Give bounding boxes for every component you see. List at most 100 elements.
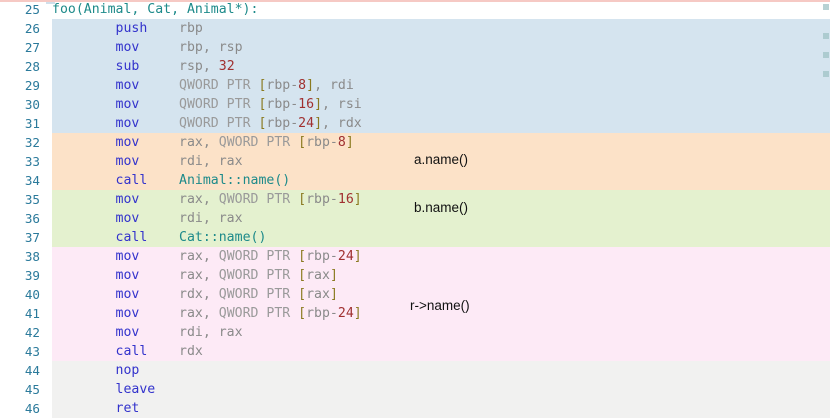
token-label: foo(Animal, Cat, Animal*):: [52, 2, 259, 17]
line-number: 25: [0, 0, 40, 19]
assembly-line[interactable]: 36 mov rdi, rax: [0, 209, 830, 228]
line-highlight-pink: [52, 285, 830, 304]
line-code: mov rax, QWORD PTR [rbp-8]: [52, 133, 354, 152]
token-reg: rdx: [179, 344, 203, 359]
line-code: leave: [52, 380, 156, 399]
line-number: 38: [0, 247, 40, 266]
token-mn: mov: [52, 211, 140, 226]
assembly-line[interactable]: 38 mov rax, QWORD PTR [rbp-24]: [0, 247, 830, 266]
line-code: mov rax, QWORD PTR [rax]: [52, 266, 338, 285]
token-reg: rax: [306, 268, 330, 283]
token-reg: rbp-: [306, 192, 338, 207]
assembly-line[interactable]: 41 mov rax, QWORD PTR [rbp-24]: [0, 304, 830, 323]
assembly-line[interactable]: 45 leave: [0, 380, 830, 399]
scrollbar-marker-track[interactable]: [822, 0, 830, 420]
line-number: 35: [0, 190, 40, 209]
token-reg: rbp-: [306, 306, 338, 321]
assembly-line[interactable]: 40 mov rdx, QWORD PTR [rax]: [0, 285, 830, 304]
assembly-line[interactable]: 26 push rbp: [0, 19, 830, 38]
line-number: 39: [0, 266, 40, 285]
token-mn: mov: [52, 192, 140, 207]
line-highlight-green: [52, 228, 830, 247]
token-brk: ]: [329, 268, 338, 283]
line-highlight-green: [52, 190, 830, 209]
assembly-line[interactable]: 32 mov rax, QWORD PTR [rbp-8]: [0, 133, 830, 152]
assembly-line[interactable]: 35 mov rax, QWORD PTR [rbp-16]: [0, 190, 830, 209]
token-reg: rdx: [337, 116, 362, 131]
token-reg: rdi: [329, 78, 354, 93]
line-code: mov rdi, rax: [52, 209, 243, 228]
line-number: 28: [0, 57, 40, 76]
assembly-line[interactable]: 27 mov rbp, rsp: [0, 38, 830, 57]
assembly-line[interactable]: 33 mov rdi, rax: [0, 152, 830, 171]
token-kw: QWORD PTR: [179, 97, 259, 112]
line-number: 27: [0, 38, 40, 57]
token-brk: ]: [314, 97, 323, 112]
line-code: call Animal::name(): [52, 171, 291, 190]
line-code: mov QWORD PTR [rbp-24], rdx: [52, 114, 362, 133]
token-plain: [147, 344, 179, 359]
token-brk: [: [298, 192, 307, 207]
token-brk: ]: [353, 306, 362, 321]
token-plain: [147, 230, 179, 245]
scrollbar-marker[interactable]: [823, 71, 829, 77]
token-kw: QWORD PTR: [218, 192, 299, 207]
token-mn: mov: [52, 268, 140, 283]
assembly-line[interactable]: 43 call rdx: [0, 342, 830, 361]
line-number: 40: [0, 285, 40, 304]
token-mn: nop: [52, 363, 140, 378]
token-mn: mov: [52, 325, 140, 340]
assembly-line[interactable]: 34 call Animal::name(): [0, 171, 830, 190]
line-code: ret: [52, 399, 140, 418]
token-reg: rdi, rax: [179, 211, 243, 226]
assembly-line[interactable]: 25 foo(Animal, Cat, Animal*):: [0, 0, 830, 19]
assembly-line[interactable]: 31 mov QWORD PTR [rbp-24], rdx: [0, 114, 830, 133]
token-brk: [: [258, 97, 267, 112]
token-reg: rax,: [179, 192, 219, 207]
line-highlight-blue: [52, 95, 830, 114]
token-plain: [139, 249, 179, 264]
token-mn: mov: [52, 78, 140, 93]
line-highlight-blue: [52, 114, 830, 133]
token-reg: rbp-: [306, 135, 338, 150]
assembly-line[interactable]: 44 nop: [0, 361, 830, 380]
assembly-line[interactable]: 28 sub rsp, 32: [0, 57, 830, 76]
line-highlight-green: [52, 209, 830, 228]
token-kw: QWORD PTR: [179, 78, 259, 93]
scrollbar-marker[interactable]: [823, 4, 829, 10]
line-number: 45: [0, 380, 40, 399]
annotation-r-name: r->name(): [410, 298, 470, 313]
token-num: 16: [337, 192, 354, 207]
line-number: 46: [0, 399, 40, 418]
line-number: 43: [0, 342, 40, 361]
assembly-line[interactable]: 37 call Cat::name(): [0, 228, 830, 247]
token-mn: mov: [52, 154, 140, 169]
assembly-line[interactable]: 42 mov rdi, rax: [0, 323, 830, 342]
scrollbar-marker[interactable]: [823, 52, 829, 58]
scrollbar-marker[interactable]: [823, 33, 829, 39]
token-mn: call: [52, 344, 148, 359]
token-plain: [139, 59, 179, 74]
token-mn: call: [52, 173, 148, 188]
token-brk: [: [298, 268, 307, 283]
token-mn: mov: [52, 135, 140, 150]
assembly-line[interactable]: 29 mov QWORD PTR [rbp-8], rdi: [0, 76, 830, 95]
token-fn: Cat::name(): [179, 230, 267, 245]
assembly-line[interactable]: 46 ret: [0, 399, 830, 418]
token-kw: QWORD PTR: [179, 116, 259, 131]
line-code: call rdx: [52, 342, 203, 361]
assembly-line[interactable]: 39 mov rax, QWORD PTR [rax]: [0, 266, 830, 285]
token-brk: ]: [314, 116, 323, 131]
line-number: 36: [0, 209, 40, 228]
token-reg: rbp-: [266, 78, 299, 93]
token-num: 24: [337, 306, 354, 321]
line-code: mov rdx, QWORD PTR [rax]: [52, 285, 338, 304]
assembly-line[interactable]: 30 mov QWORD PTR [rbp-16], rsi: [0, 95, 830, 114]
token-num: 16: [298, 97, 315, 112]
token-brk: ]: [345, 135, 354, 150]
token-mn: mov: [52, 40, 140, 55]
line-number: 32: [0, 133, 40, 152]
token-brk: [: [258, 116, 267, 131]
token-punc: ,: [322, 116, 338, 131]
